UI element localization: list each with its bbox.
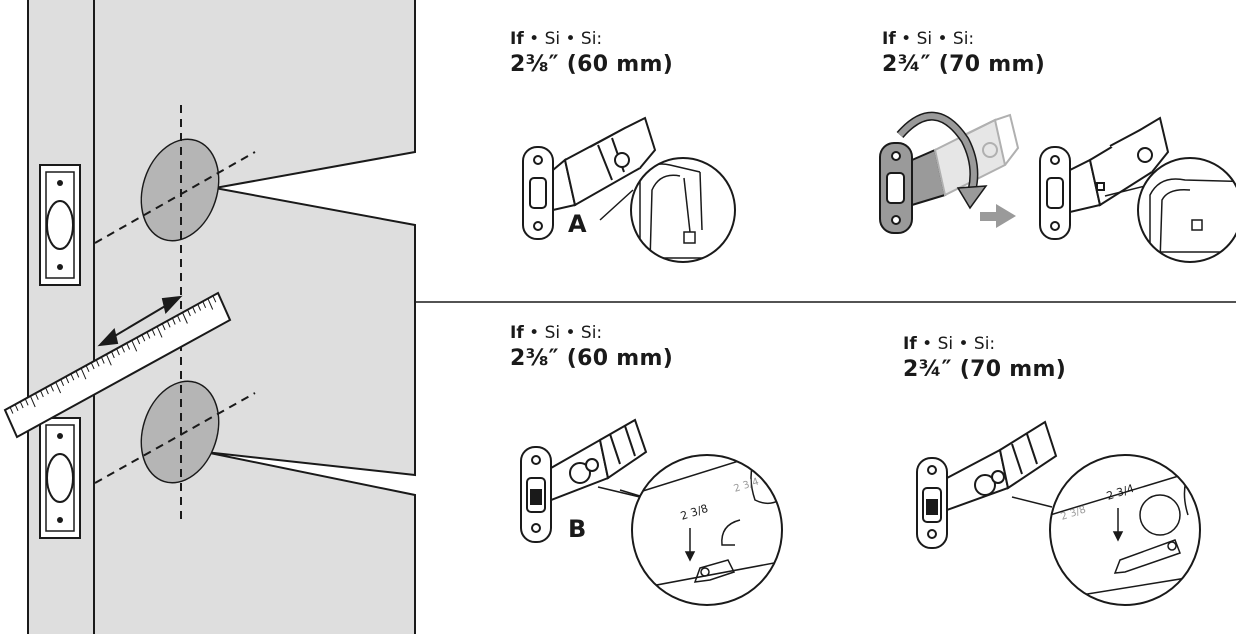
ruler-tick <box>111 351 115 359</box>
strike-plate-bottom <box>39 417 81 539</box>
ruler-tick <box>14 404 19 412</box>
ruler-tick <box>100 356 105 364</box>
ruler-tick <box>9 406 14 414</box>
ruler-tick <box>65 376 70 384</box>
measuring-ruler <box>3 291 232 439</box>
callout-a: A <box>568 210 587 238</box>
dimension-text: 2¾″ (70 mm) <box>903 357 1067 382</box>
detail-magnifier-60mm-bottom: 2 3/8 2 3/4 <box>631 454 783 606</box>
lang-bold: If <box>510 29 524 49</box>
ruler-tick <box>151 328 156 336</box>
transition-arrow-icon <box>980 204 1016 228</box>
latch-plate-70mm-bottom <box>916 420 1058 549</box>
label-bottom-left: If • Si • Si: 2⅜″ (60 mm) <box>510 322 673 374</box>
ruler-tick <box>131 340 138 352</box>
label-top-left: If • Si • Si: 2⅜″ (60 mm) <box>510 28 673 80</box>
horizontal-centerline-top <box>94 151 256 244</box>
detail-magnifier-70mm-bottom: 2 3/4 2 3/8 <box>1049 454 1201 606</box>
ruler-tick <box>166 320 171 328</box>
lang-rest: • Si • Si: <box>523 323 603 343</box>
ruler-tick <box>80 368 87 380</box>
ruler-tick <box>192 306 196 314</box>
detail-magnifier-70mm <box>1137 157 1236 263</box>
lang-rest: • Si • Si: <box>895 29 975 49</box>
latch-illustration-60mm <box>522 116 657 240</box>
ruler-tick <box>116 348 120 356</box>
ruler-tick <box>171 317 176 325</box>
door-face <box>93 0 416 634</box>
latch-plate-60mm-bottom <box>520 418 648 543</box>
dimension-text: 2¾″ (70 mm) <box>882 52 1046 77</box>
ruler-tick <box>45 387 49 395</box>
ruler-tick <box>105 354 112 366</box>
label-bottom-right: If • Si • Si: 2¾″ (70 mm) <box>903 333 1066 385</box>
ruler-tick <box>212 295 217 303</box>
ruler-tick <box>50 384 54 392</box>
ruler-tick <box>34 393 39 400</box>
label-top-right: If • Si • Si: 2¾″ (70 mm) <box>882 28 1045 80</box>
ruler-tick <box>19 401 24 409</box>
dimension-text: 2⅜″ (60 mm) <box>510 52 674 77</box>
ruler-tick <box>202 301 207 309</box>
lang-rest: • Si • Si: <box>916 334 996 354</box>
measure-double-arrow <box>97 295 183 347</box>
ruler-tick <box>40 390 44 398</box>
detail-magnifier-60mm <box>630 157 736 263</box>
ruler-tick <box>121 345 125 353</box>
strike-plate-top <box>39 164 81 286</box>
ruler-tick <box>207 298 214 310</box>
ruler-tick <box>60 379 65 387</box>
ruler-tick <box>197 303 202 311</box>
latch-illustration-70mm <box>1039 116 1170 240</box>
lang-bold: If <box>882 29 896 49</box>
dimension-text: 2⅜″ (60 mm) <box>510 346 674 371</box>
ruler-tick <box>176 315 181 322</box>
horizontal-centerline-bottom <box>94 392 256 484</box>
ruler-tick <box>136 337 141 345</box>
rotation-arrow-icon <box>896 111 988 210</box>
ruler-tick <box>24 398 29 406</box>
ruler-tick <box>182 312 188 324</box>
ruler-tick <box>141 334 146 342</box>
ruler-tick <box>126 342 131 350</box>
ruler-tick <box>95 359 100 367</box>
lang-rest: • Si • Si: <box>523 29 603 49</box>
ruler-tick <box>85 365 90 373</box>
callout-b: B <box>568 515 587 543</box>
ruler-tick <box>146 331 151 339</box>
ruler-tick <box>70 373 75 381</box>
lang-bold: If <box>903 334 917 354</box>
ruler-tick <box>161 323 166 331</box>
ruler-tick <box>156 326 163 338</box>
ruler-tick <box>90 362 95 370</box>
ruler-tick <box>75 370 80 378</box>
ruler-tick <box>29 395 36 408</box>
ruler-tick <box>187 309 191 317</box>
lang-bold: If <box>510 323 524 343</box>
ruler-tick <box>55 381 62 394</box>
